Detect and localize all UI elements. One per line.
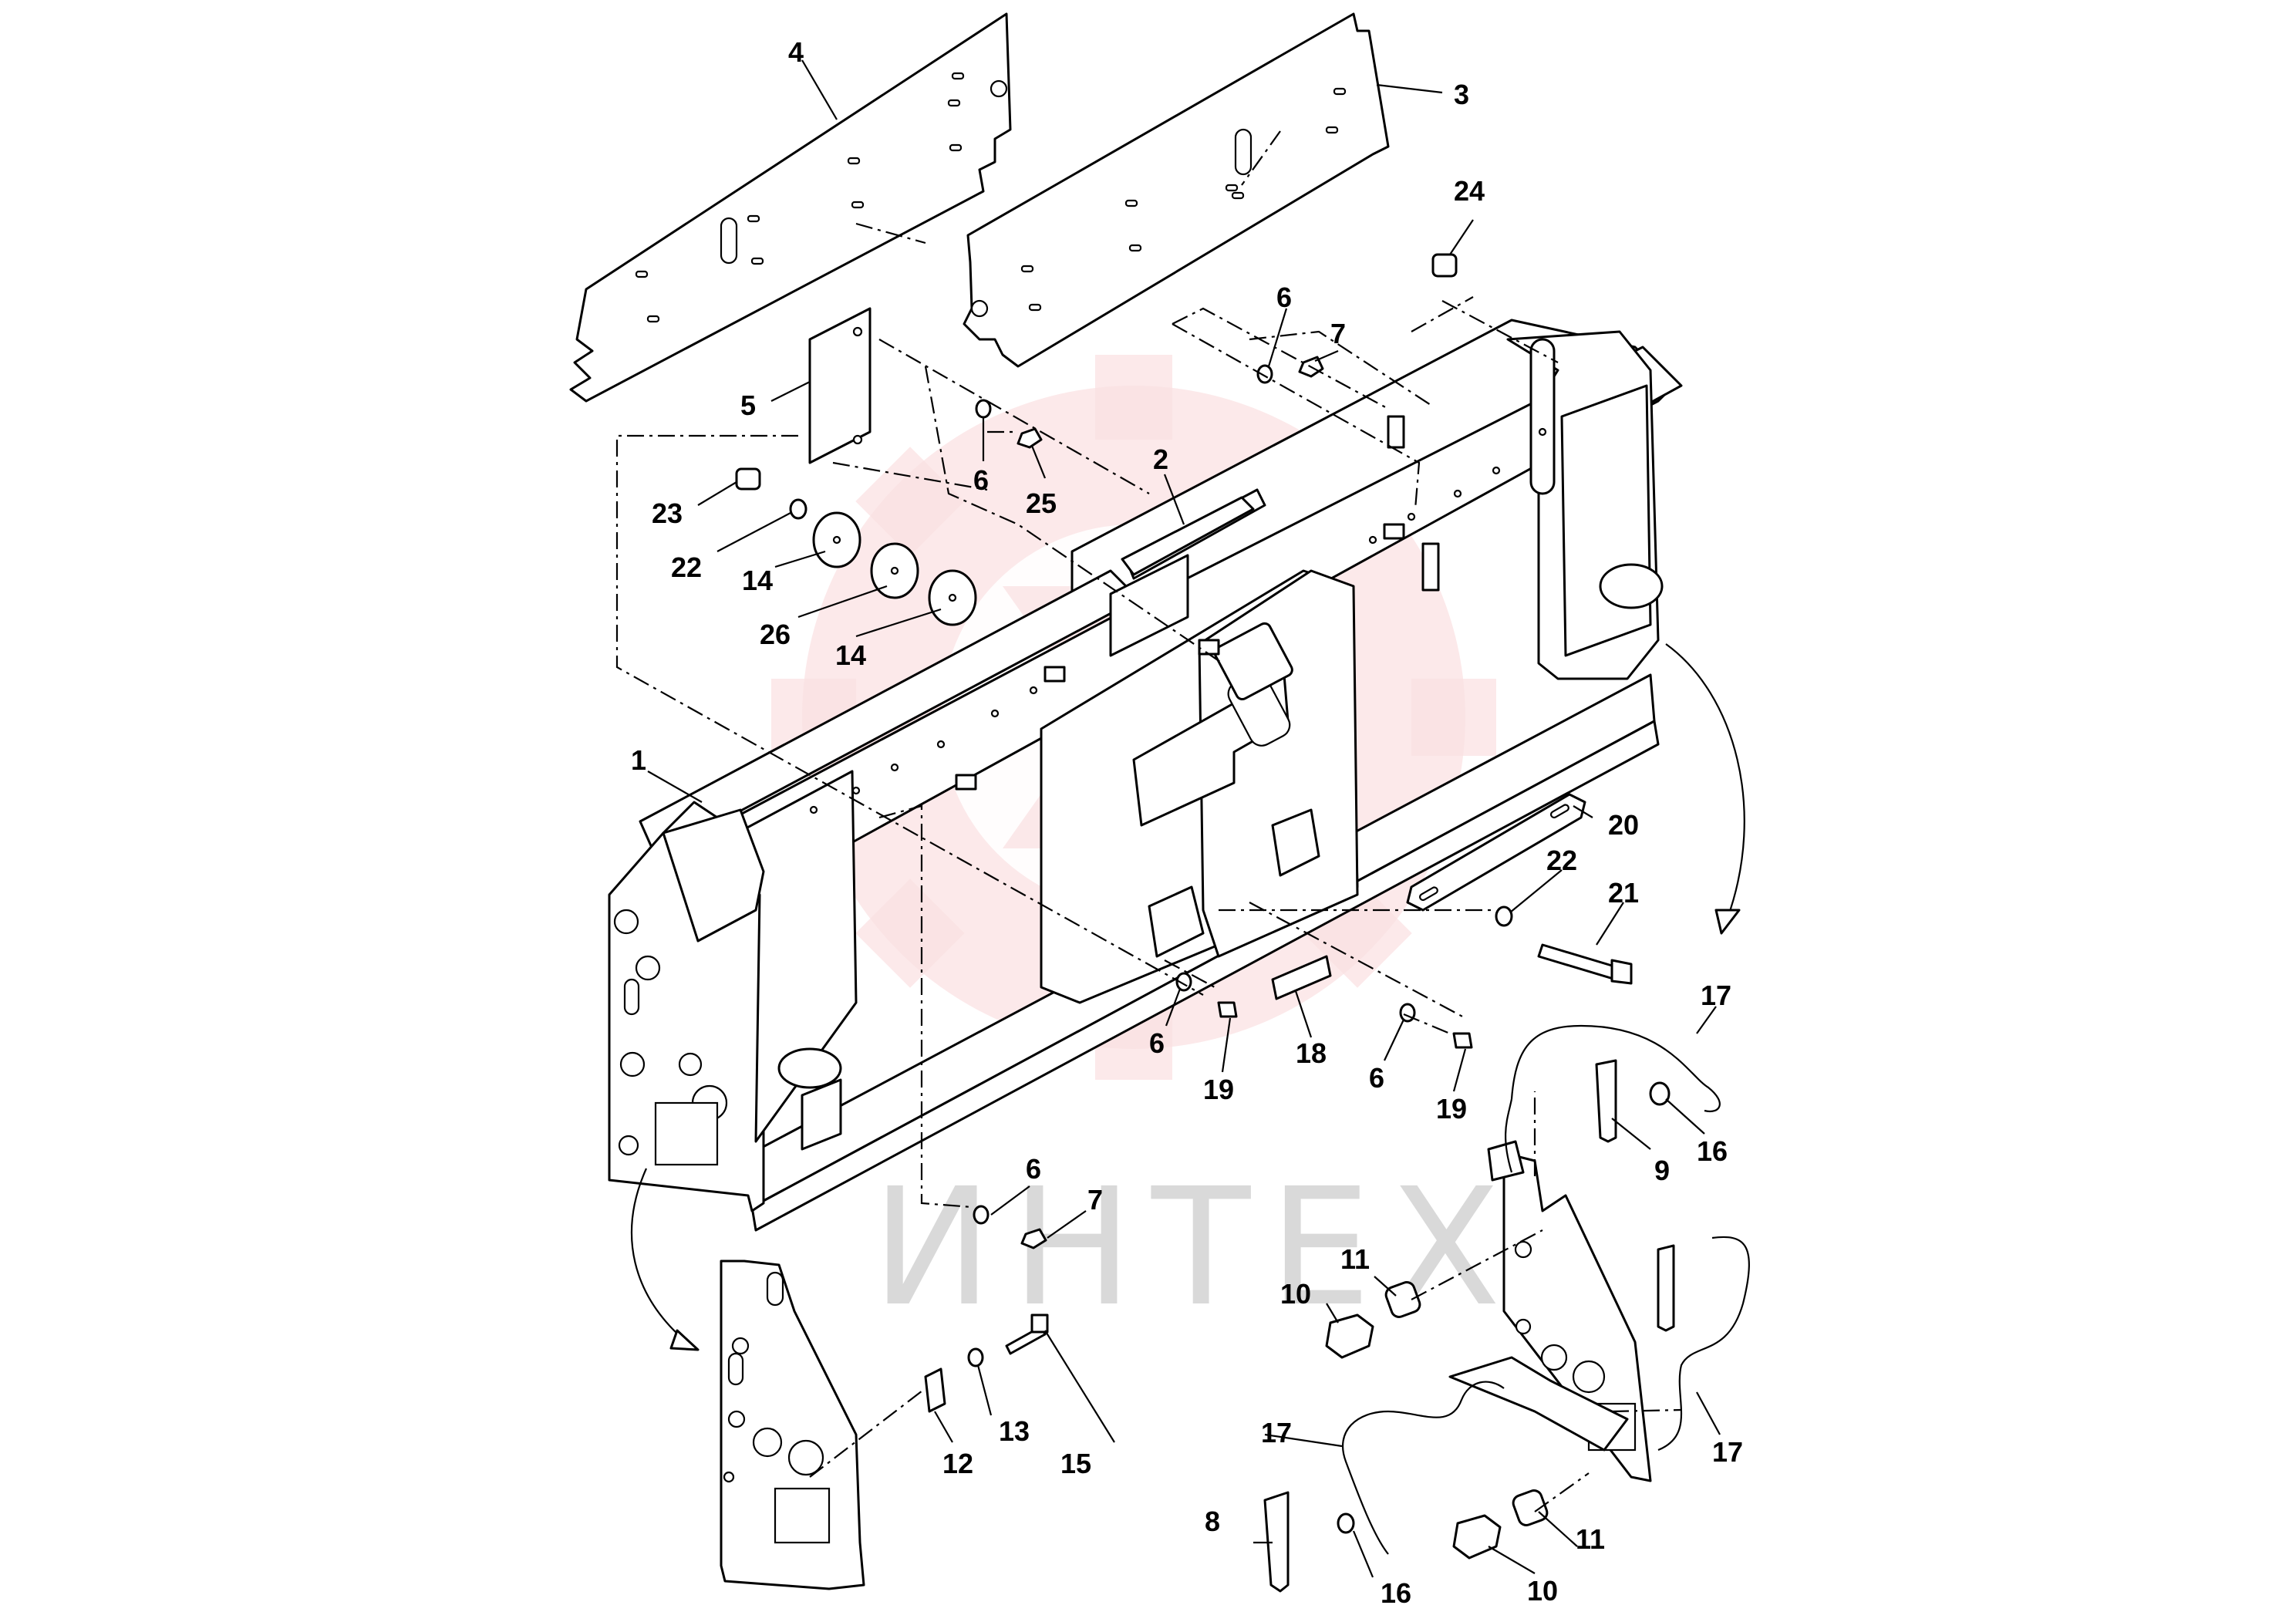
callout-23: 23: [652, 497, 683, 529]
callout-17: 17: [1701, 980, 1731, 1011]
plate-4: [569, 12, 1012, 403]
callout-7b: 7: [1087, 1184, 1103, 1216]
callout-17c: 17: [1712, 1436, 1743, 1468]
spacer-26: [870, 542, 919, 599]
callout-21: 21: [1608, 877, 1639, 909]
clip-16-lower: [1337, 1512, 1355, 1534]
callout-6: 6: [1276, 282, 1292, 313]
pin-8: [1263, 1491, 1290, 1593]
washer-14-upper: [812, 511, 861, 568]
callout-6d: 6: [1369, 1062, 1384, 1094]
callout-6e: 6: [1026, 1153, 1041, 1185]
callout-labels: 4 3 24 6 7 5 6 25 2 23 22 14 26 14 1 20 …: [631, 36, 1743, 1609]
clip-16-upper: [1649, 1081, 1671, 1106]
pin-9-upper: [1595, 1059, 1617, 1143]
callout-16: 16: [1697, 1135, 1728, 1167]
plate-18: [1271, 955, 1332, 1000]
callout-3: 3: [1454, 79, 1469, 110]
nut-25: [1017, 427, 1043, 449]
callout-22: 22: [671, 551, 702, 583]
plate-5: [808, 307, 872, 464]
callout-14: 14: [742, 565, 773, 596]
side-plate-detail-left: [720, 1259, 865, 1590]
strap-20: [1406, 793, 1586, 912]
callout-4: 4: [788, 36, 804, 68]
callout-26: 26: [760, 619, 791, 650]
washer-22-upper: [789, 498, 807, 520]
washer-6-upper-right: [1256, 364, 1273, 384]
callout-8: 8: [1205, 1506, 1220, 1537]
washer-13: [967, 1347, 984, 1367]
knob-10-upper: [1325, 1313, 1374, 1359]
callout-14b: 14: [835, 639, 866, 671]
spacer-11-lower: [1512, 1489, 1549, 1526]
screw-15: [1005, 1313, 1049, 1355]
callout-15: 15: [1060, 1448, 1091, 1479]
callout-2: 2: [1153, 443, 1168, 475]
callout-13: 13: [999, 1415, 1030, 1447]
leader-lines: [647, 59, 1721, 1578]
pin-9-lower: [1657, 1244, 1675, 1332]
cable-17-upper: [1505, 1024, 1721, 1173]
callout-19: 19: [1203, 1074, 1234, 1105]
callout-7: 7: [1330, 318, 1346, 349]
cable-17-right: [1657, 1236, 1750, 1452]
callout-18: 18: [1296, 1037, 1327, 1069]
callout-16b: 16: [1381, 1577, 1411, 1609]
watermark-text: ИНТЕХ: [872, 1153, 1519, 1342]
callout-24: 24: [1454, 175, 1485, 207]
callout-11: 11: [1340, 1243, 1370, 1275]
detail-arrow-right: [1665, 643, 1745, 935]
callout-17b: 17: [1261, 1417, 1292, 1448]
washer-6-lower: [973, 1205, 990, 1225]
washer-14-lower: [928, 569, 977, 626]
callout-25: 25: [1026, 487, 1057, 519]
callout-1: 1: [631, 744, 646, 776]
callout-9: 9: [1654, 1155, 1670, 1186]
spacer-11-upper: [1384, 1281, 1421, 1318]
washer-6-upper-left: [975, 399, 992, 419]
cable-17-lower: [1341, 1381, 1505, 1555]
knob-10-lower: [1452, 1514, 1502, 1560]
callout-19b: 19: [1436, 1093, 1467, 1125]
bushing-24: [1431, 253, 1458, 278]
detail-arrow-left: [630, 1168, 700, 1351]
callout-6b: 6: [973, 464, 989, 496]
bolt-19-left: [1217, 1001, 1238, 1018]
callout-12: 12: [942, 1448, 973, 1479]
callout-11b: 11: [1576, 1523, 1605, 1555]
plate-2: [1121, 496, 1255, 576]
callout-20: 20: [1608, 809, 1639, 841]
assembly-lines: [615, 130, 1682, 1512]
bushing-23: [735, 467, 761, 491]
callout-10: 10: [1280, 1278, 1311, 1310]
bolt-19-right: [1452, 1032, 1473, 1049]
plate-3: [963, 12, 1390, 368]
bolt-21: [1537, 943, 1633, 985]
washer-22-lower: [1495, 905, 1513, 927]
washer-6-middle: [1175, 972, 1192, 992]
callout-5: 5: [740, 389, 756, 421]
bracket-12: [924, 1367, 946, 1413]
callout-6c: 6: [1149, 1027, 1165, 1059]
callout-22b: 22: [1546, 845, 1577, 876]
callout-10b: 10: [1527, 1575, 1558, 1607]
main-frame-1: [608, 319, 1683, 1232]
nut-7-lower: [1020, 1228, 1047, 1249]
